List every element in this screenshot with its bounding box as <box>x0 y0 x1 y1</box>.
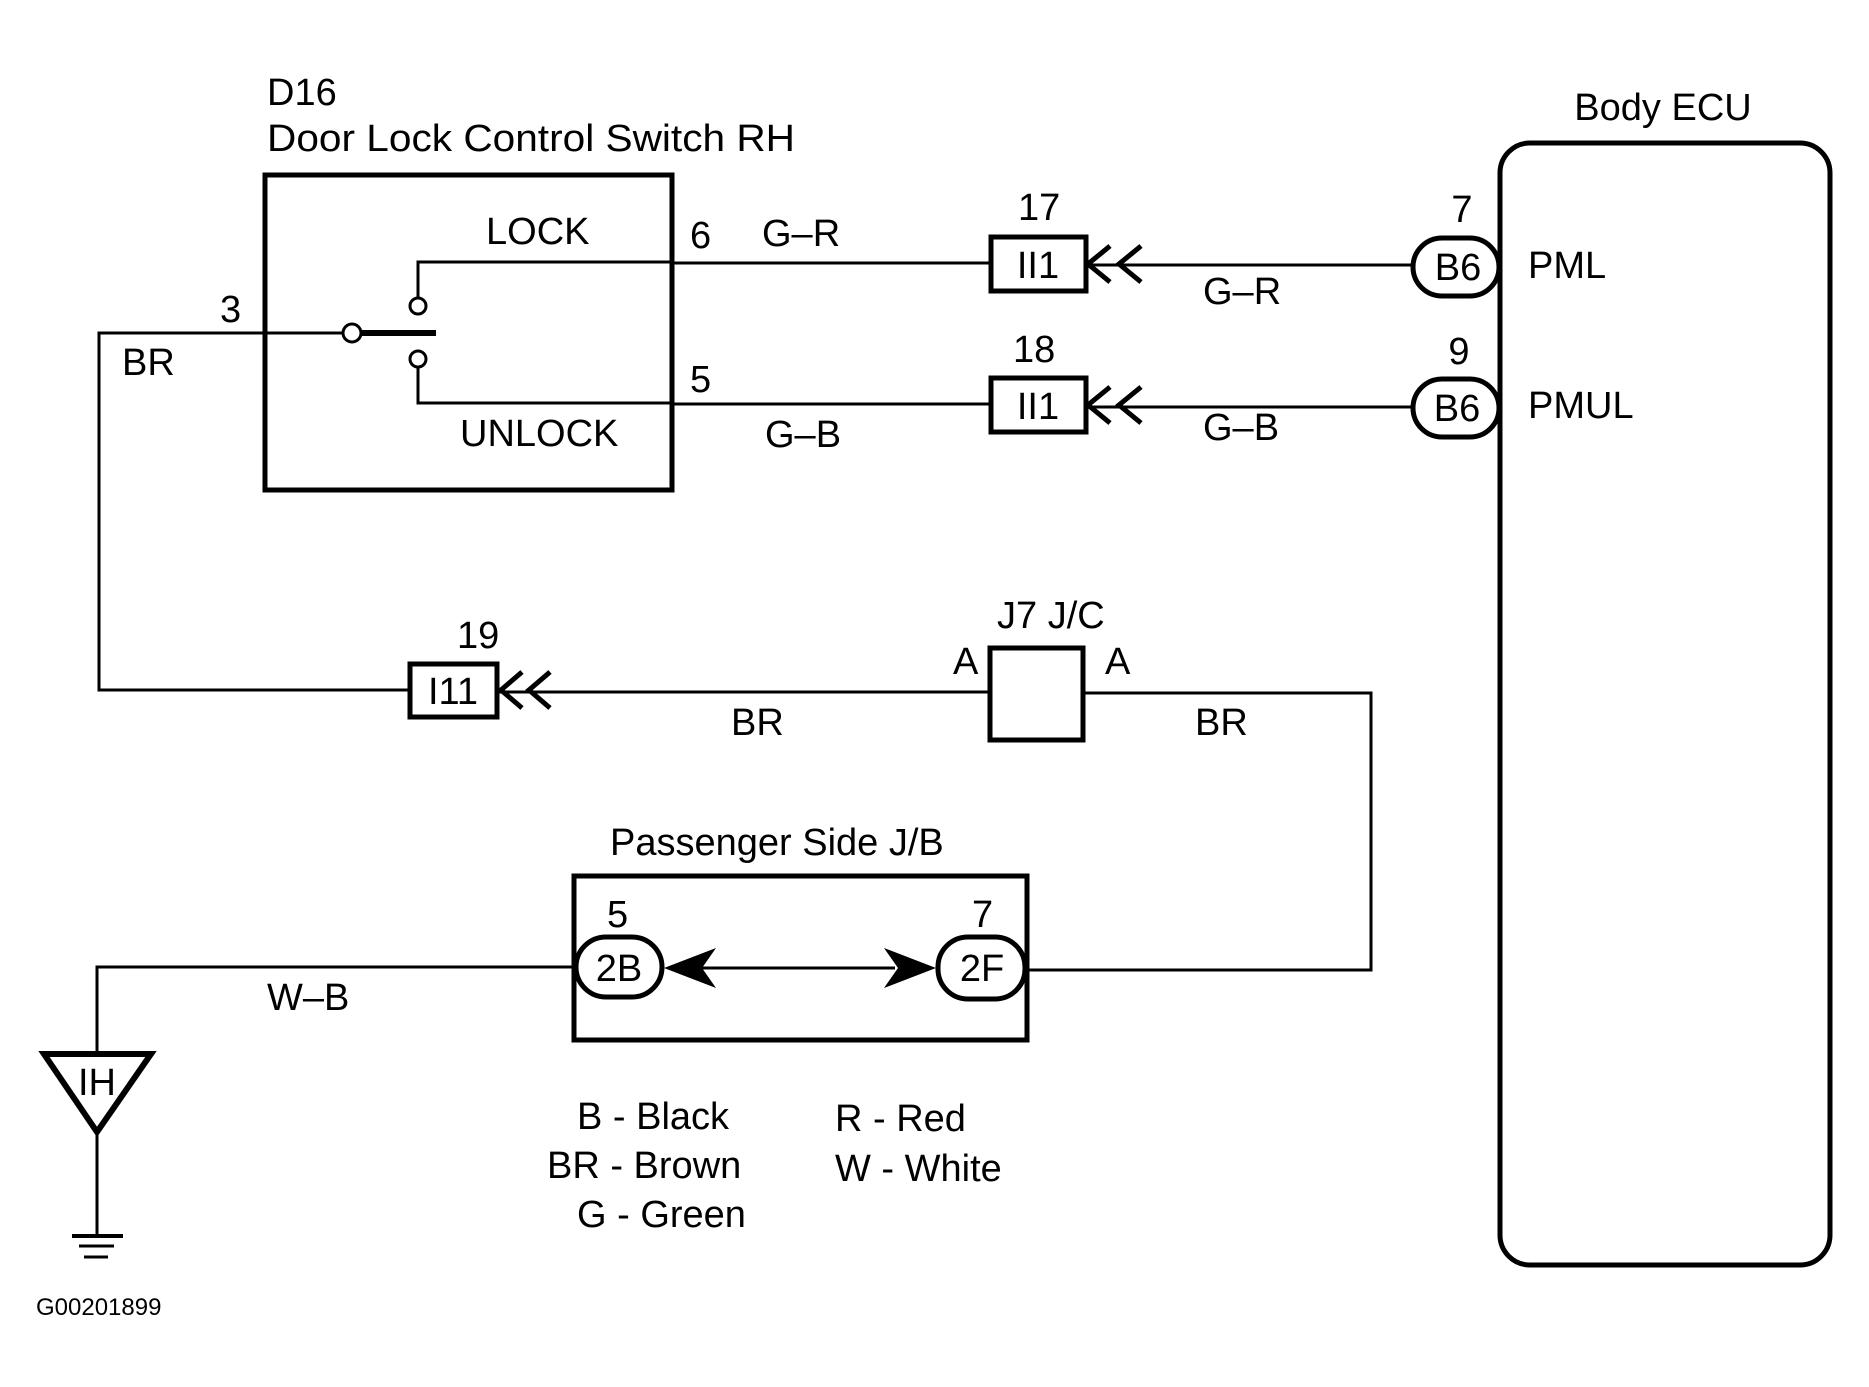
ecu-connector-pmul <box>1410 376 1502 440</box>
wire-label-unlock-left: G–B <box>765 414 841 456</box>
jb-connector-right <box>935 934 1028 1002</box>
ecu-signal-pml: PML <box>1528 245 1606 287</box>
unlock-contact-wire <box>416 368 672 405</box>
ecu-box <box>1497 140 1833 1268</box>
inline-connector-19: 19 I11 <box>407 615 552 720</box>
connector-pin: 18 <box>1013 329 1055 371</box>
junction-connector-j7: J7 J/C A A <box>953 595 1131 743</box>
double-chevron-icon <box>1084 385 1143 425</box>
jc-name: J7 J/C <box>997 595 1105 637</box>
lock-contact-wire <box>416 260 672 297</box>
wire-label-br-i11-jc: BR <box>731 702 784 744</box>
lock-contact-icon <box>408 296 428 316</box>
ecu-pin-pml: 7 <box>1451 189 1472 231</box>
inline-connector-17: 17 II1 <box>988 187 1143 294</box>
common-contact-icon <box>341 322 363 344</box>
diagram-id: G00201899 <box>36 1294 161 1321</box>
wires: BR G–R G–R G–B G–B BR BR W–B <box>95 213 1412 1055</box>
wire-label-lock-right: G–R <box>1203 271 1281 313</box>
jb-name: Passenger Side J/B <box>610 822 944 864</box>
wire-label-br-common: BR <box>122 342 175 384</box>
connector-box <box>407 661 500 720</box>
pin-unlock: 5 <box>690 359 711 401</box>
legend-item: R - Red <box>835 1098 966 1140</box>
wire-label-unlock-right: G–B <box>1203 407 1279 449</box>
double-chevron-icon <box>497 670 552 710</box>
filled-chevron-right-icon <box>884 948 936 988</box>
inline-connector-18: 18 II1 <box>988 329 1143 435</box>
unlock-label: UNLOCK <box>460 413 618 455</box>
double-chevron-icon <box>1084 244 1143 284</box>
ground-triangle-icon <box>38 1051 157 1138</box>
jb-pin-left: 5 <box>607 894 628 936</box>
legend-item: B - Black <box>577 1096 730 1138</box>
switch-code: D16 <box>267 72 337 114</box>
connector-pin: 19 <box>457 615 499 657</box>
ground-point: IH <box>38 1051 157 1259</box>
legend-item: BR - Brown <box>547 1145 741 1187</box>
jb-connector-left <box>573 934 665 1000</box>
ecu-signal-pmul: PMUL <box>1528 385 1634 427</box>
jc-terminal-left: A <box>953 641 979 683</box>
switch-name: Door Lock Control Switch RH <box>267 118 795 160</box>
pin-common: 3 <box>220 289 241 331</box>
connector-code: I11 <box>428 671 478 713</box>
wire-label-br-jc-jb: BR <box>1195 702 1248 744</box>
ground-symbol-icon <box>72 1234 123 1259</box>
connector-pin: 17 <box>1018 187 1060 229</box>
jb-connector-left-code: 2B <box>596 948 642 990</box>
wire-label-ground: W–B <box>267 977 349 1019</box>
ecu-pin-pmul: 9 <box>1448 331 1469 373</box>
ecu-connector-code: B6 <box>1435 247 1481 289</box>
legend-item: G - Green <box>577 1194 746 1236</box>
wire-br-jc-jb <box>1027 691 1373 972</box>
jc-terminal-right: A <box>1105 641 1131 683</box>
ecu-connector-code: B6 <box>1434 388 1480 430</box>
body-ecu: Body ECU 7 B6 PML 9 B6 PMUL <box>1410 87 1833 1268</box>
pin-lock: 6 <box>690 215 711 257</box>
filled-chevron-left-icon <box>664 948 716 988</box>
unlock-contact-icon <box>408 349 428 369</box>
legend-item: W - White <box>835 1148 1002 1190</box>
door-lock-control-switch: D16 Door Lock Control Switch RH LOCK UNL… <box>220 72 795 493</box>
wire-br-common <box>97 331 409 692</box>
connector-code: II1 <box>1017 245 1059 287</box>
lock-label: LOCK <box>486 211 589 253</box>
connector-box <box>988 375 1089 435</box>
ecu-name: Body ECU <box>1574 87 1751 129</box>
jc-box <box>987 645 1086 743</box>
jb-connector-right-code: 2F <box>960 948 1004 990</box>
wire-label-lock-left: G–R <box>762 213 840 255</box>
jb-pin-right: 7 <box>972 894 993 936</box>
wire-color-legend: B - Black BR - Brown G - Green R - Red W… <box>547 1096 1002 1236</box>
junction-block: Passenger Side J/B 5 7 2B 2F <box>571 822 1030 1043</box>
ecu-connector-pml <box>1410 235 1502 299</box>
ground-code: IH <box>78 1062 116 1104</box>
wire-wb-ground <box>95 965 573 1055</box>
connector-code: II1 <box>1017 386 1059 428</box>
